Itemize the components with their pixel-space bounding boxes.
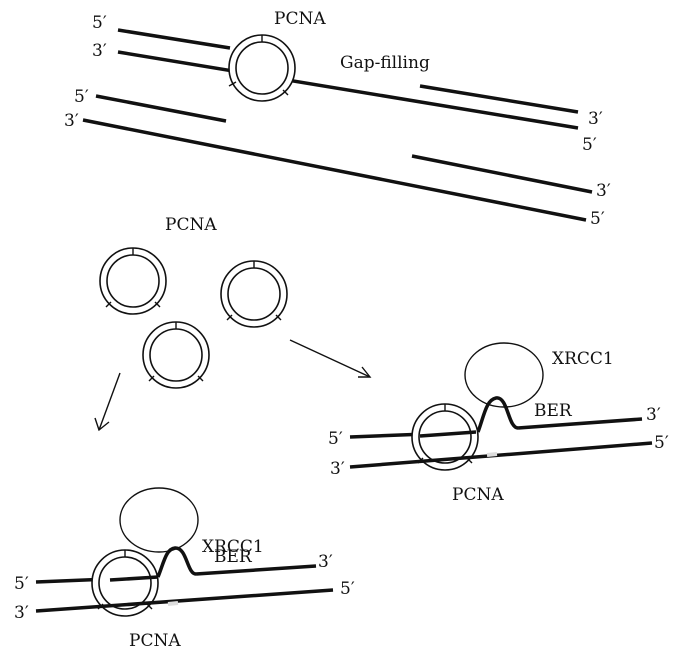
ber-flap-left [156,546,197,578]
pcna-label-free: PCNA [165,215,217,235]
ber-strand-lower-left [35,588,334,613]
ber-strand-inside-left [109,575,159,582]
top-strand-lower-right [411,154,593,194]
three-prime-label: 3′ [330,459,345,479]
ber-flap-right [476,396,519,433]
ber-complex-left: XRCC1 BER PCNA 5′ 3′ 3′ 5′ [14,487,355,651]
three-prime-label: 3′ [92,41,107,61]
ber-label-right: BER [534,401,573,421]
three-prime-label: 3′ [64,111,79,131]
pcna-ring-free-2 [220,260,288,328]
three-prime-label: 3′ [646,405,661,425]
pcna-ring-free-3 [142,321,210,389]
five-prime-label: 5′ [92,13,107,33]
free-pcna-group: PCNA [94,215,372,432]
top-strand-lower-left [95,94,227,123]
five-prime-label: 5′ [74,87,89,107]
ber-strand-upper-left-2 [195,564,317,576]
ber-strand-lower-right [349,441,653,469]
top-strand-upper-bottom [117,50,579,130]
xrcc1-blob-right [464,342,544,408]
gap-filling-panel: 5′ 3′ 5′ 3′ 3′ 5′ 3′ 5′ PCNA Gap-filling [64,9,611,229]
five-prime-label: 5′ [328,429,343,449]
ber-label-left: BER [214,547,253,567]
three-prime-label: 3′ [14,603,29,623]
ber-gap-right [486,452,498,457]
pcna-label-right: PCNA [452,485,504,505]
ber-gap-left [167,601,179,606]
three-prime-label: 3′ [318,552,333,572]
ber-strand-inside-right [419,430,477,438]
gap-filling-label: Gap-filling [340,53,430,73]
top-strand-upper-left [117,28,231,50]
top-strand-upper-right [419,84,579,114]
top-strand-lower-bottom [82,118,587,222]
xrcc1-label-left: XRCC1 [202,537,264,557]
three-prime-label: 3′ [588,109,603,129]
xrcc1-blob-left [119,487,199,553]
pcna-label-left: PCNA [129,631,181,651]
five-prime-label: 5′ [340,579,355,599]
five-prime-label: 5′ [590,209,605,229]
pcna-ring-right [411,403,479,471]
ber-strand-upper-right-2 [517,417,643,430]
ber-complex-right: XRCC1 BER PCNA 5′ 3′ 3′ 5′ [328,342,669,505]
five-prime-label: 5′ [582,135,597,155]
pcna-ring-free-1 [99,247,167,315]
arrow-to-left-complex [94,372,121,432]
five-prime-label: 5′ [14,574,29,594]
five-prime-label: 5′ [654,433,669,453]
three-prime-label: 3′ [596,181,611,201]
pcna-ring-top [228,34,296,102]
pcna-label-top: PCNA [274,9,326,29]
arrow-to-right-complex [289,339,372,378]
xrcc1-label-right: XRCC1 [552,349,614,369]
